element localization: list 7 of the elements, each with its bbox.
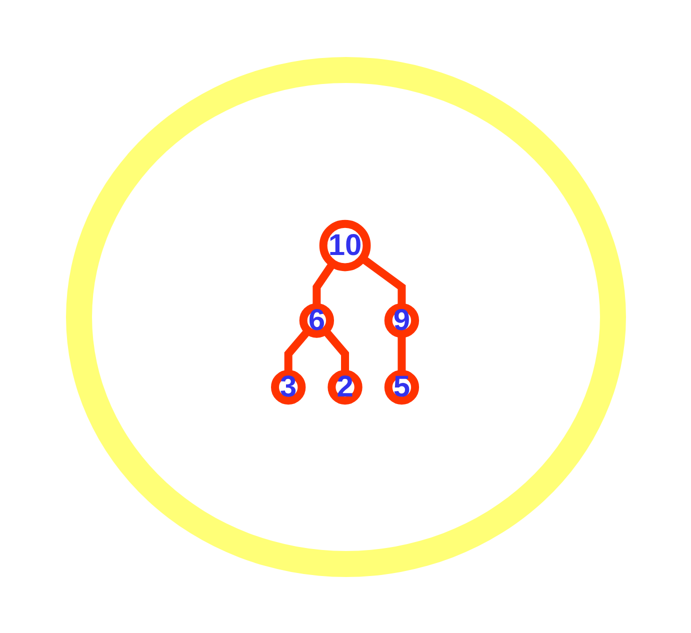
node-circle — [271, 370, 306, 405]
node-circle — [300, 303, 334, 338]
highlight-loop: 10 6 9 3 2 5 — [66, 56, 626, 576]
node-circle — [384, 370, 420, 405]
node-circle — [320, 220, 372, 272]
node-circle — [328, 370, 363, 405]
node-circle — [384, 303, 420, 338]
